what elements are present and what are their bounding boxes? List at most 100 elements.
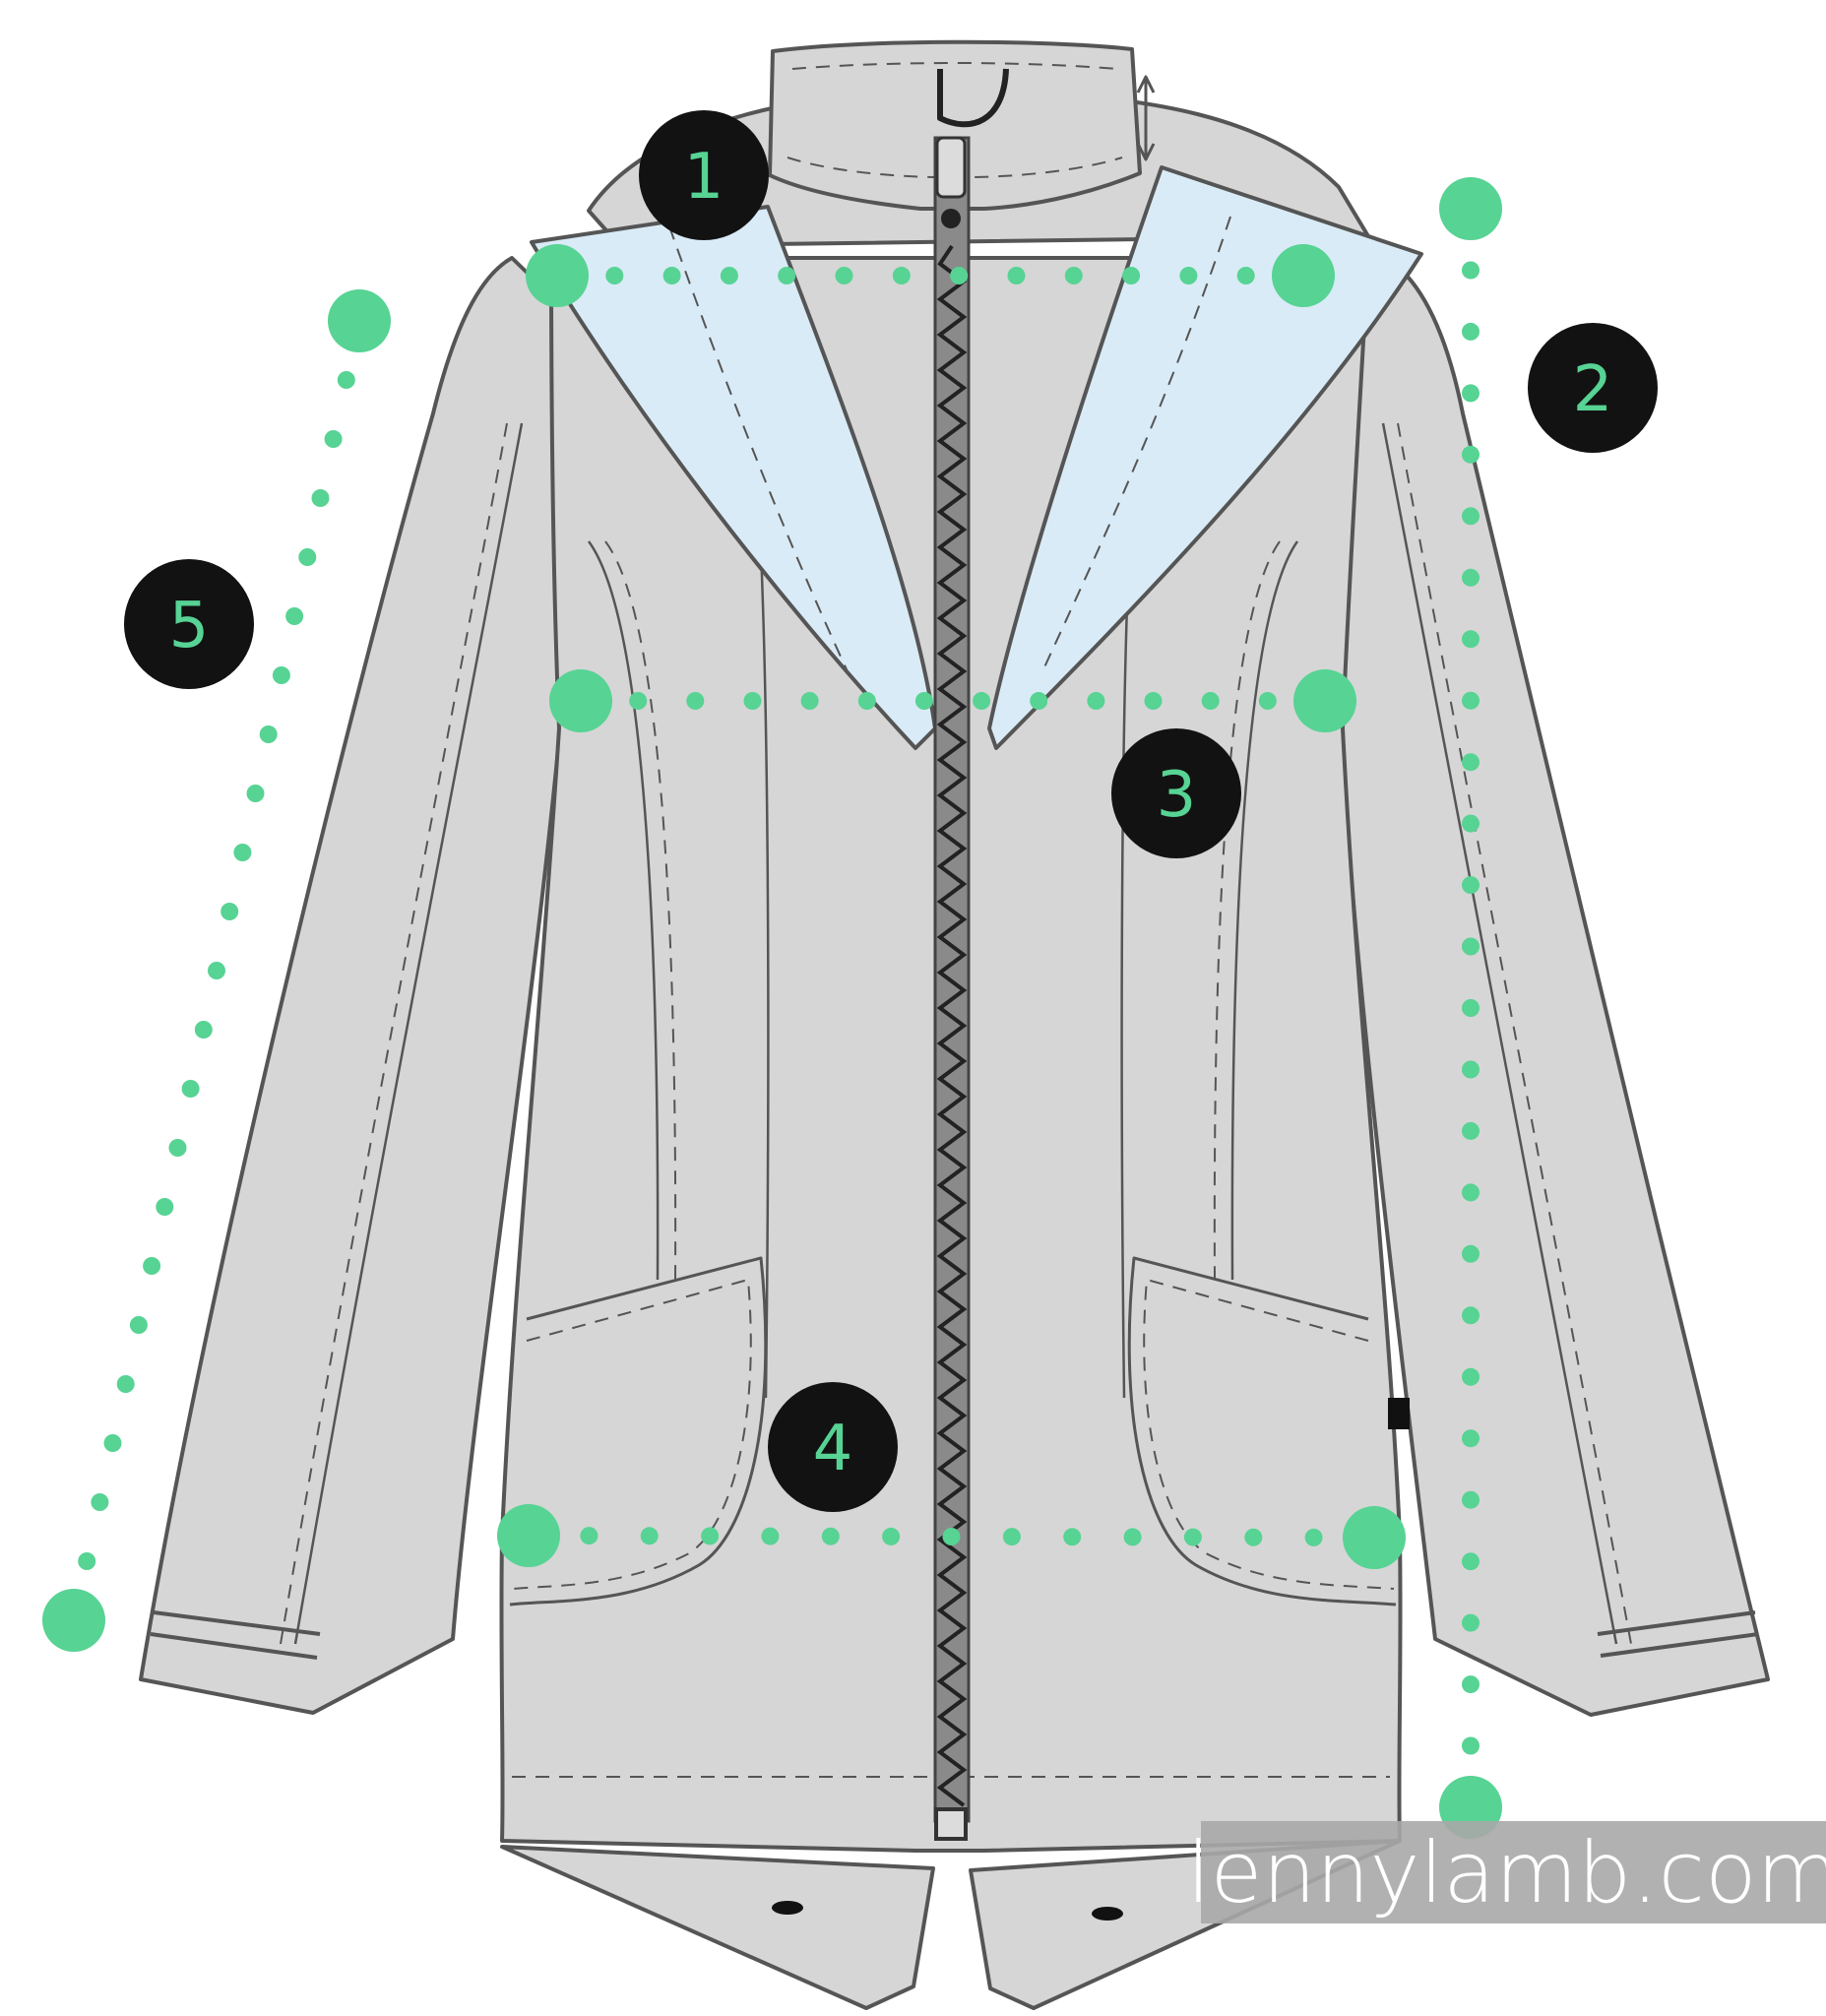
hip-width-dot xyxy=(1304,1528,1323,1546)
badge-5: 5 xyxy=(124,559,254,689)
left-sleeve-seam xyxy=(293,422,524,1645)
back-length-dot xyxy=(1462,384,1480,403)
chest-width-dot xyxy=(743,692,762,710)
watermark-background xyxy=(1201,1821,1826,1923)
badge-2-label: 2 xyxy=(1573,353,1613,426)
sleeve-length-line xyxy=(42,289,391,1652)
chest-width-dot xyxy=(1144,692,1163,710)
back-length-dot xyxy=(1462,937,1480,956)
hip-width-dot xyxy=(1123,1528,1142,1546)
shoulder-width-endpoint xyxy=(1272,244,1335,307)
badge-3: 3 xyxy=(1111,728,1241,858)
chest-width-endpoint xyxy=(1293,669,1356,732)
back-length-dot xyxy=(1462,1613,1480,1632)
chest-width-dot xyxy=(686,692,705,710)
back-length-dot xyxy=(1462,691,1480,710)
sleeve-length-dot xyxy=(156,1198,174,1216)
hip-width-endpoint xyxy=(497,1504,560,1567)
shoulder-width-dot xyxy=(835,267,853,284)
chest-width-dot xyxy=(1201,692,1220,710)
back-length-dot xyxy=(1462,1183,1480,1202)
right-sleeve-stitch xyxy=(1397,422,1632,1645)
right-sleeve-seam xyxy=(1381,422,1618,1645)
badge-1: 1 xyxy=(639,110,769,240)
badge-1-label: 1 xyxy=(684,141,724,214)
zipper-stop xyxy=(934,1807,968,1841)
badge-3-circle xyxy=(1111,728,1241,858)
collar-stitch-top xyxy=(791,62,1118,70)
hip-width-dot xyxy=(580,1527,598,1545)
back-length-dot xyxy=(1462,1244,1480,1263)
right-pocket-stitch xyxy=(1143,1279,1395,1590)
shoulder-width-dot xyxy=(778,267,796,284)
zipper-pull-hole xyxy=(941,209,961,228)
measurement-badges: 1 2 3 4 5 xyxy=(124,110,1658,1512)
back-length-dot xyxy=(1462,1429,1480,1448)
hip-width-dot xyxy=(1063,1528,1082,1546)
back-length-dot xyxy=(1462,1736,1480,1755)
chest-width-endpoint xyxy=(549,669,612,732)
badge-3-label: 3 xyxy=(1157,759,1197,832)
sleeve-length-dot xyxy=(116,1375,135,1393)
shoulder-width-dot xyxy=(1007,267,1026,284)
back-length-line xyxy=(1439,177,1502,1839)
sleeve-length-dot xyxy=(311,489,330,507)
shoulder-width-endpoint xyxy=(526,244,589,307)
back-length-dot xyxy=(1462,1060,1480,1079)
chest-width-dot xyxy=(1258,692,1277,710)
sleeve-length-dot xyxy=(272,666,290,684)
sleeve-length-dot xyxy=(78,1552,96,1570)
zipper xyxy=(933,136,971,1841)
chest-width-dot xyxy=(857,692,876,710)
badge-2: 2 xyxy=(1528,323,1658,453)
hip-width-line xyxy=(497,1504,1406,1569)
shoulder-width-dot xyxy=(950,267,969,284)
left-pocket xyxy=(509,1256,768,1606)
left-princess-seam xyxy=(587,540,660,1281)
left-pocket-stitch xyxy=(511,1279,752,1590)
cord-stopper-right xyxy=(1092,1907,1123,1921)
shoulder-width-dot xyxy=(720,267,738,284)
back-length-dot xyxy=(1462,507,1480,526)
back-length-dot xyxy=(1462,1121,1480,1140)
hip-width-dot xyxy=(761,1527,780,1545)
shoulder-width-dot xyxy=(1236,267,1255,284)
chest-width-dot xyxy=(629,692,648,710)
left-front-seam xyxy=(756,491,770,1399)
side-tab xyxy=(1388,1398,1410,1429)
back-length-dot xyxy=(1462,568,1480,587)
back-length-dot xyxy=(1462,753,1480,772)
sleeve-length-dot xyxy=(91,1493,109,1511)
chest-width-dot xyxy=(1087,692,1105,710)
left-back-flap xyxy=(500,1845,935,2010)
shoulder-width-dot xyxy=(1179,267,1198,284)
back-length-dot xyxy=(1462,1306,1480,1325)
chest-width-dot xyxy=(914,692,933,710)
badge-4: 4 xyxy=(768,1382,898,1512)
badge-2-circle xyxy=(1528,323,1658,453)
sleeve-length-dot xyxy=(233,844,252,861)
sleeve-length-dot xyxy=(220,903,239,920)
sleeve-length-dot xyxy=(129,1316,148,1334)
sleeve-length-dot xyxy=(324,430,343,448)
badge-1-circle xyxy=(639,110,769,240)
back-length-dot xyxy=(1462,876,1480,895)
shoulder-width-dot xyxy=(1064,267,1083,284)
chest-width-line xyxy=(549,669,1356,732)
shoulder-width-dot xyxy=(892,267,911,284)
back-length-dot xyxy=(1462,322,1480,341)
hanger-loop xyxy=(937,68,1009,128)
sleeve-length-dot xyxy=(181,1080,200,1098)
hood-lapels xyxy=(530,165,1423,750)
sleeve-length-dot xyxy=(298,548,317,566)
zipper-pull xyxy=(935,136,967,199)
collar-height-arrow xyxy=(1136,75,1156,161)
hip-width-dot xyxy=(1244,1528,1263,1546)
shoulder-width-dot xyxy=(662,267,681,284)
watermark-text: lennylamb.com xyxy=(1187,1824,1826,1922)
sleeve-length-dot xyxy=(259,725,278,743)
back-length-dot xyxy=(1462,1490,1480,1509)
back-length-dot xyxy=(1462,1552,1480,1571)
chest-width-dot xyxy=(1030,692,1048,710)
